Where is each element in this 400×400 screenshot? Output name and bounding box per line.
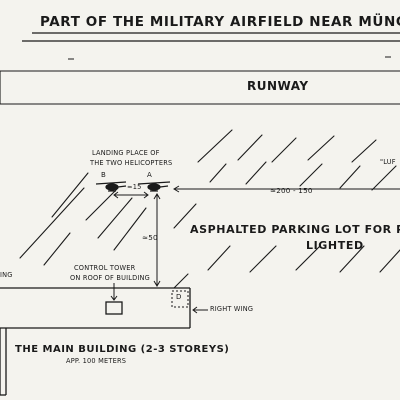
main-building-outline (0, 287, 191, 396)
control-tower-label-line2: ON ROOF OF BUILDING (70, 274, 150, 282)
helicopter-a-icon (137, 181, 171, 192)
left-cut-label: ING (0, 271, 13, 279)
distance-down-label: ≈50 (142, 233, 158, 242)
runway-label: RUNWAY (247, 79, 309, 93)
helicopter-a-marker: A (147, 171, 152, 179)
right-wing-label: RIGHT WING (210, 305, 254, 313)
parking-label-line2: LIGHTED (306, 239, 364, 252)
right-wing-arrow (192, 306, 208, 314)
helicopter-b-icon (95, 181, 127, 192)
parking-label-line1: ASPHALTED PARKING LOT FOR PL (190, 223, 400, 236)
control-tower-box (105, 301, 123, 315)
page-title: PART OF THE MILITARY AIRFIELD NEAR MÜNC (40, 14, 400, 30)
luf-label: "LUF (380, 158, 396, 166)
parking-hatching (19, 129, 400, 289)
control-tower-label-line1: CONTROL TOWER (74, 264, 136, 272)
main-building-label: THE MAIN BUILDING (2-3 STOREYS) (15, 344, 230, 355)
helicopter-spacing-label: ≈15 (127, 183, 142, 191)
helicopter-label-line2: THE TWO HELICOPTERS (90, 159, 173, 167)
distance-right-arrow (173, 185, 400, 193)
spacing-arrow (113, 191, 149, 199)
control-tower-arrow (110, 283, 118, 301)
right-wing-marker: D (176, 293, 182, 301)
distance-right-label: ≈200 - 150 (270, 186, 313, 195)
distance-down-arrow (153, 193, 161, 287)
main-building-length: APP. 100 METERS (66, 357, 127, 365)
helicopter-b-marker: B (101, 171, 106, 179)
right-wing-box (171, 290, 189, 308)
helicopter-label-line1: LANDING PLACE OF (92, 149, 160, 157)
